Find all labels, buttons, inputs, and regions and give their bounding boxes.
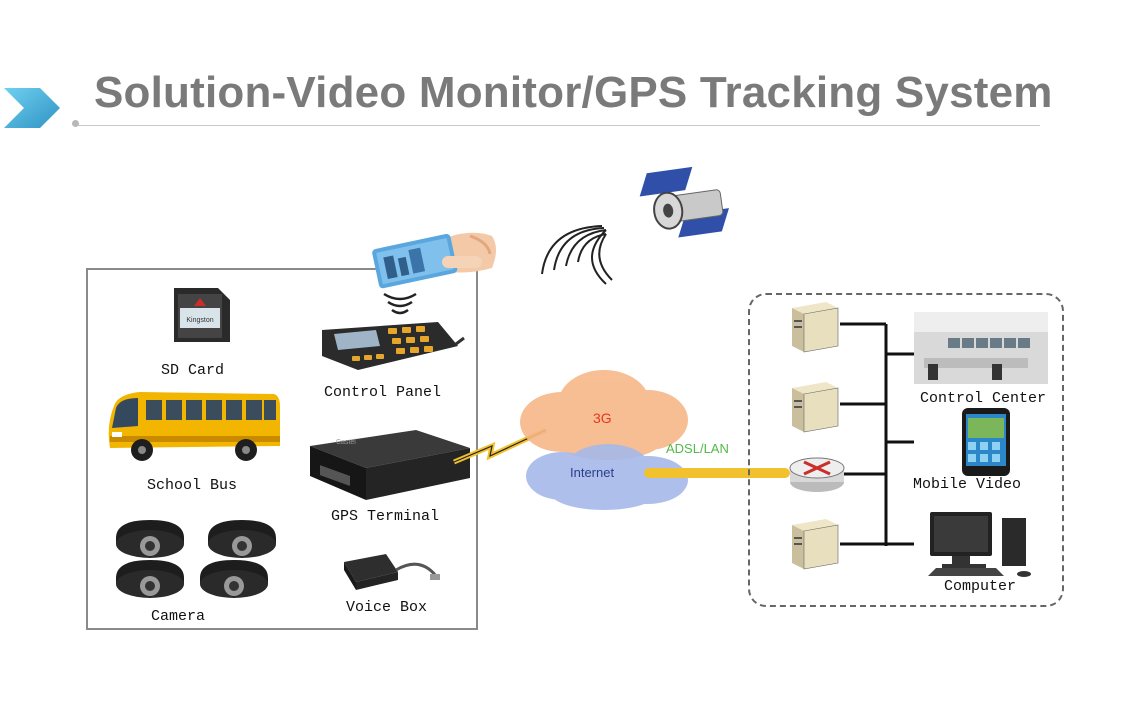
server-icon bbox=[792, 519, 839, 570]
cloud-3g-icon bbox=[520, 370, 688, 460]
control-panel-icon bbox=[322, 322, 465, 370]
voice-box-label: Voice Box bbox=[346, 599, 428, 616]
satellite-icon bbox=[639, 166, 729, 238]
adsl-link-line bbox=[644, 468, 790, 478]
title-bar: Solution-Video Monitor/GPS Tracking Syst… bbox=[0, 60, 1134, 140]
server-icon bbox=[792, 302, 839, 353]
chevron-right-icon bbox=[4, 88, 60, 128]
sd-card-label: SD Card bbox=[161, 362, 225, 379]
computer-label: Computer bbox=[944, 578, 1017, 595]
monitor-center-box bbox=[748, 293, 1064, 607]
computer-icon bbox=[928, 512, 1031, 577]
vehicle-devices-box bbox=[86, 268, 478, 630]
internet-label: Internet bbox=[570, 465, 615, 480]
page-title: Solution-Video Monitor/GPS Tracking Syst… bbox=[94, 68, 1053, 117]
rfid-card-hand-icon bbox=[372, 232, 496, 289]
control-center-image bbox=[914, 312, 1048, 384]
voice-box-icon bbox=[344, 554, 440, 590]
mobile-phone-icon bbox=[962, 408, 1010, 476]
gps-terminal-label: GPS Terminal bbox=[331, 508, 440, 525]
mobile-video-label: Mobile Video bbox=[913, 476, 1022, 493]
camera-icon bbox=[116, 520, 276, 598]
adsl-label: ADSL/LAN bbox=[666, 441, 729, 456]
wireless-link-icon bbox=[453, 427, 548, 465]
svg-text:Castel: Castel bbox=[336, 439, 356, 446]
rfid-waves-icon bbox=[383, 292, 417, 315]
gps-terminal-icon: Castel bbox=[310, 430, 470, 500]
school-bus-icon bbox=[108, 392, 281, 461]
satellite-signal-icon bbox=[541, 225, 613, 285]
camera-label: Camera bbox=[151, 608, 206, 625]
server-icon bbox=[792, 382, 839, 433]
school-bus-label: School Bus bbox=[147, 477, 238, 494]
router-icon bbox=[789, 457, 845, 492]
control-center-label: Control Center bbox=[920, 390, 1047, 407]
3g-label: 3G bbox=[593, 410, 612, 426]
title-dot bbox=[72, 120, 79, 127]
title-underline bbox=[78, 125, 1040, 126]
svg-text:Kingston: Kingston bbox=[186, 317, 213, 324]
sd-card-icon: Kingston bbox=[174, 288, 230, 342]
center-connection-lines bbox=[840, 322, 914, 546]
cloud-internet-icon bbox=[526, 444, 688, 510]
control-panel-label: Control Panel bbox=[324, 384, 442, 401]
